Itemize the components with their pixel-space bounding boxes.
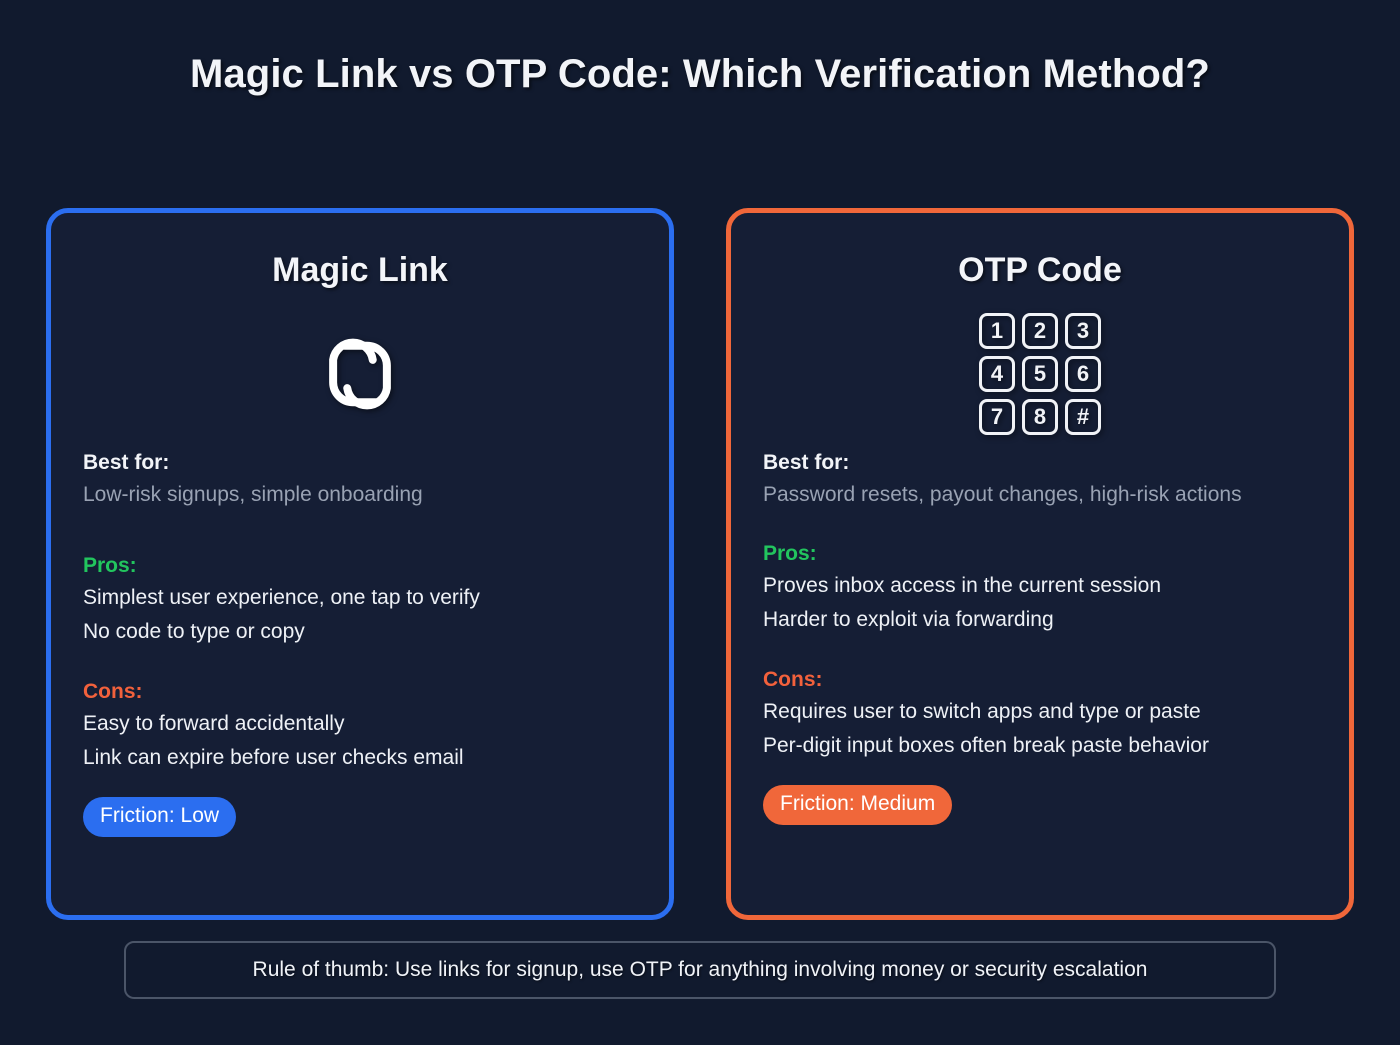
keypad-key: 6 (1065, 356, 1101, 392)
rule-of-thumb-text: Rule of thumb: Use links for signup, use… (252, 958, 1148, 981)
pros-item: No code to type or copy (83, 620, 305, 644)
rule-of-thumb-banner: Rule of thumb: Use links for signup, use… (124, 941, 1276, 999)
icon-area-otp-code: 1 2 3 4 5 6 7 8 # (763, 304, 1317, 444)
pros-section-magic-link: Pros: Simplest user experience, one tap … (83, 551, 637, 649)
comparison-cards-row: Magic Link Best for: Low-risk signups, s… (46, 208, 1354, 920)
card-title-magic-link: Magic Link (272, 251, 448, 289)
best-for-text: Password resets, payout changes, high-ri… (763, 482, 1242, 506)
spacer (83, 511, 637, 547)
best-for-section-otp-code: Best for: Password resets, payout change… (763, 448, 1317, 511)
card-otp-code: OTP Code 1 2 3 4 5 6 7 8 # Best for: Pas… (726, 208, 1354, 920)
cons-item: Easy to forward accidentally (83, 712, 345, 736)
keypad-key: 5 (1022, 356, 1058, 392)
pros-label: Pros: (763, 542, 817, 566)
chain-link-icon (307, 321, 413, 427)
cons-item: Per-digit input boxes often break paste … (763, 734, 1209, 758)
friction-badge-otp-code: Friction: Medium (763, 785, 953, 826)
keypad-key: 4 (979, 356, 1015, 392)
keypad-key: 3 (1065, 313, 1101, 349)
page-title: Magic Link vs OTP Code: Which Verificati… (190, 52, 1210, 96)
card-title-otp-code: OTP Code (958, 251, 1122, 289)
cons-section-otp-code: Cons: Requires user to switch apps and t… (763, 665, 1317, 763)
cons-label: Cons: (83, 680, 143, 704)
keypad-key: # (1065, 399, 1101, 435)
cons-section-magic-link: Cons: Easy to forward accidentally Link … (83, 677, 637, 775)
best-for-text: Low-risk signups, simple onboarding (83, 482, 423, 506)
keypad-key: 2 (1022, 313, 1058, 349)
keypad-key: 7 (979, 399, 1015, 435)
pros-label: Pros: (83, 554, 137, 578)
friction-badge-magic-link: Friction: Low (83, 797, 237, 838)
best-for-label: Best for: (763, 451, 850, 474)
pros-item: Harder to exploit via forwarding (763, 608, 1054, 632)
cons-item: Requires user to switch apps and type or… (763, 700, 1201, 724)
cons-label: Cons: (763, 668, 823, 692)
keypad-key: 1 (979, 313, 1015, 349)
icon-area-magic-link (83, 304, 637, 444)
spacer (763, 637, 1317, 661)
spacer (763, 511, 1317, 535)
card-magic-link: Magic Link Best for: Low-risk signups, s… (46, 208, 674, 920)
keypad-icon: 1 2 3 4 5 6 7 8 # (979, 313, 1101, 435)
cons-item: Link can expire before user checks email (83, 746, 464, 770)
pros-item: Simplest user experience, one tap to ver… (83, 586, 480, 610)
best-for-section-magic-link: Best for: Low-risk signups, simple onboa… (83, 448, 637, 511)
spacer (83, 649, 637, 673)
keypad-key: 8 (1022, 399, 1058, 435)
pros-section-otp-code: Pros: Proves inbox access in the current… (763, 539, 1317, 637)
best-for-label: Best for: (83, 451, 170, 474)
pros-item: Proves inbox access in the current sessi… (763, 574, 1162, 598)
